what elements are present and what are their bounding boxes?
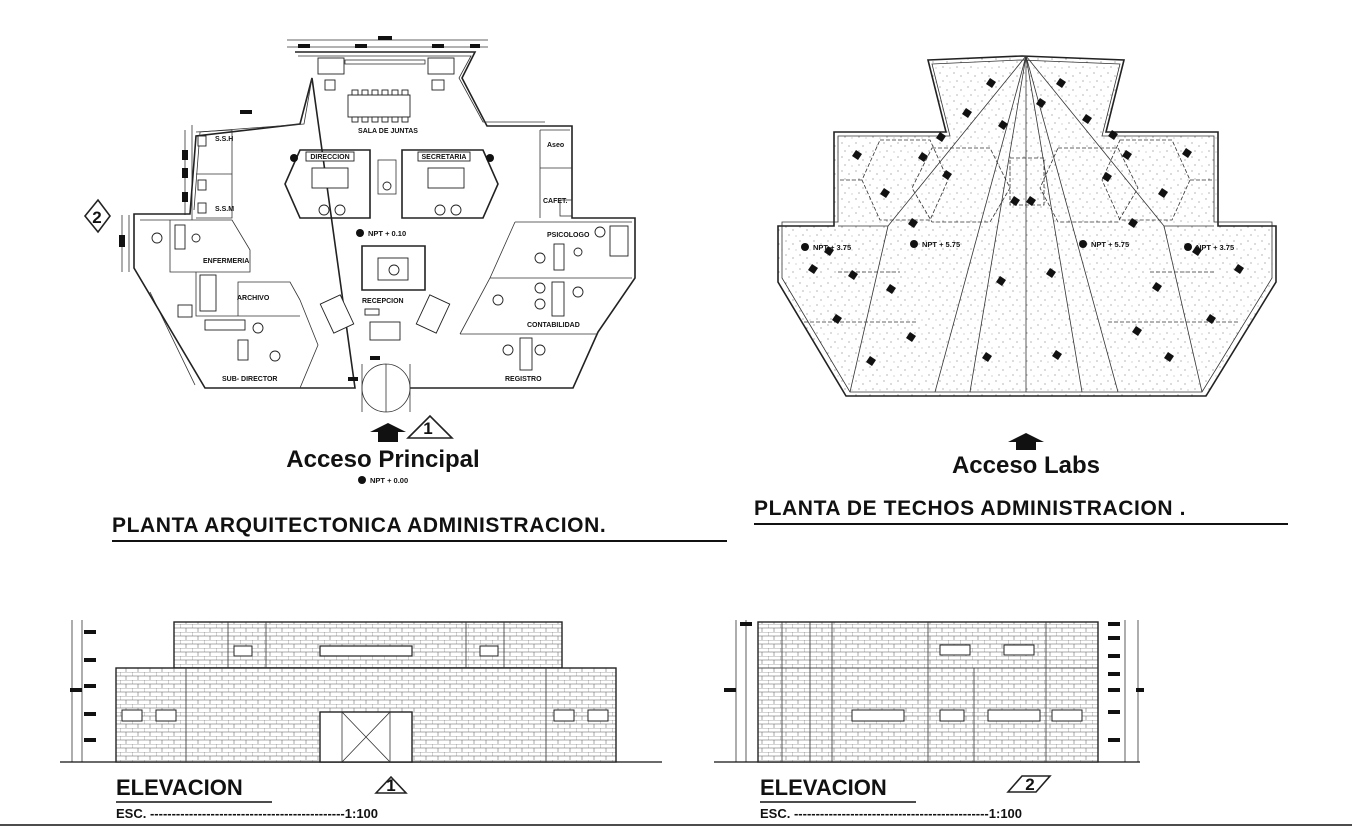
room-label-archivo: ARCHIVO — [237, 295, 270, 302]
elevation-1-tag: 1 — [386, 776, 395, 795]
room-label-sala: SALA DE JUNTAS — [358, 128, 418, 135]
elevation-2-title: ELEVACION — [760, 775, 887, 800]
roof-plan: NPT + 3.75 NPT + 5.75 NPT + 5.75 NPT + 3… — [754, 55, 1288, 525]
section-tag-1-icon — [406, 414, 454, 439]
npt-inside-label: NPT + 0.10 — [368, 229, 406, 238]
roof-outline — [777, 55, 1277, 397]
secretaria-office — [401, 149, 499, 219]
roof-title: PLANTA DE TECHOS ADMINISTRACION . — [754, 497, 1186, 520]
plan-access-tag: 1 — [423, 419, 432, 438]
floor-plan: SALA DE JUNTAS DIRECCION SECRETARIA S.S.… — [83, 36, 727, 542]
elevation-2: 2 ELEVACION ESC. -----------------------… — [714, 620, 1144, 821]
room-label-registro: REGISTRO — [505, 376, 542, 383]
room-label-sh1: S.S.H — [215, 136, 233, 143]
elevation-1-title: ELEVACION — [116, 775, 243, 800]
elevation-1-tag-icon — [374, 775, 408, 794]
room-label-contabilidad: CONTABILIDAD — [527, 322, 580, 329]
roof-level-4: NPT + 3.75 — [1196, 243, 1234, 252]
roof-slope-arrows — [808, 78, 1244, 366]
elevation-2-scale: ESC. -----------------------------------… — [760, 806, 1022, 821]
room-label-subdirector: SUB- DIRECTOR — [222, 376, 277, 383]
roof-level-3: NPT + 5.75 — [1091, 240, 1129, 249]
room-label-cafe: CAFET. — [543, 198, 568, 205]
npt-outside-label: NPT + 0.00 — [370, 476, 408, 485]
access-arrow-icon — [370, 423, 406, 442]
elevation-1-scale: ESC. -----------------------------------… — [116, 806, 378, 821]
elevation-2-tag-icon — [1006, 775, 1052, 793]
section-tag-2-icon — [83, 198, 111, 234]
roof-ridges — [838, 55, 1214, 393]
roof-access-arrow-icon — [1008, 433, 1044, 450]
meeting-chairs — [351, 89, 409, 123]
room-label-direccion: DIRECCION — [310, 154, 349, 161]
roof-level-2: NPT + 5.75 — [922, 240, 960, 249]
elevation-2-tag: 2 — [1025, 775, 1034, 794]
reception-desk — [361, 245, 426, 291]
plan-side-tag: 2 — [92, 208, 101, 227]
elevation-1: 1 ELEVACION ESC. -----------------------… — [60, 620, 662, 821]
plan-exterior-wall — [133, 51, 636, 389]
main-entrance-doors — [348, 356, 411, 413]
room-label-psicologo: PSICOLOGO — [547, 232, 590, 239]
plan-title: PLANTA ARQUITECTONICA ADMINISTRACION. — [112, 514, 606, 537]
plan-dimension-lines — [119, 36, 488, 386]
room-label-sh2: S.S.M — [215, 206, 234, 213]
meeting-room: SALA DE JUNTAS — [317, 57, 455, 135]
roof-access-label: Acceso Labs — [952, 452, 1100, 479]
room-label-secretaria: SECRETARIA — [422, 154, 467, 161]
plan-access-label: Acceso Principal — [286, 446, 479, 473]
room-label-enfermeria: ENFERMERIA — [203, 258, 249, 265]
room-label-aseo: Aseo — [547, 142, 564, 149]
room-label-recepcion: RECEPCION — [362, 298, 404, 305]
direccion-office — [284, 149, 371, 219]
roof-level-1: NPT + 3.75 — [813, 243, 851, 252]
